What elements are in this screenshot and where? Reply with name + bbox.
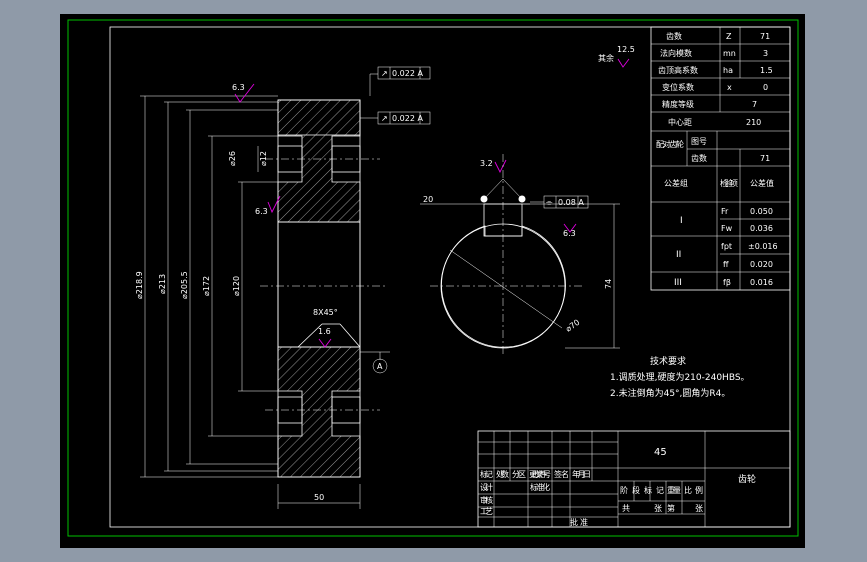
notes-title: 技术要求 [650, 355, 686, 367]
tolerance-frames: ↗ 0.022 A ↗ 0.022 A ⌯ 0.08 A [360, 66, 589, 209]
row-module-sym: mn [723, 49, 736, 58]
dim-key-height: 74 [604, 279, 613, 289]
dim-root-diameter: ⌀205.5 [180, 271, 189, 299]
tb-c7: 设计 [480, 482, 493, 492]
tol-top-value: 0.022 A [392, 69, 423, 78]
gear-section [260, 99, 385, 478]
row-teeth-sym: Z [726, 32, 732, 41]
tb-c16: 第 张 [667, 503, 703, 513]
outer-frame [67, 19, 799, 537]
row-grade-name: 精度等级 [662, 99, 694, 109]
hatch-top [277, 99, 361, 223]
tb-c10: 工艺 [480, 507, 493, 516]
g2-item2-sym: ff [723, 260, 729, 269]
tb-c15: 共 张 [622, 504, 662, 513]
group-header: 公差组 [664, 178, 688, 188]
datum-label: A [377, 362, 383, 371]
dim-pitch-diameter: ⌀213 [158, 274, 167, 294]
mate-sub1: 图号 [691, 137, 707, 146]
roughness-marks: 6.3 6.3 1.6 3.2 6.3 其余 12.5 [232, 45, 635, 348]
dim-12: ⌀12 [259, 151, 268, 166]
hatch-bottom [277, 346, 361, 478]
tb-c3: 分区 [512, 470, 526, 479]
title-block: 45 齿轮 标记 处数 分区 更改文件号 签名 年月日 设计 标准化 审核 工艺… [477, 430, 791, 528]
drawing-viewport[interactable]: ⌀218.9 ⌀213 ⌀205.5 ⌀172 ⌀120 ⌀26 ⌀12 50 … [60, 14, 805, 548]
row-addendum-name: 齿顶高系数 [658, 65, 698, 75]
tb-c13: 重量 [667, 485, 681, 495]
parameter-table: 齿数 Z 71 法向模数 mn 3 齿顶高系数 ha 1.5 变位系数 x 0 … [650, 26, 791, 291]
chamfer-label: 8X45° [313, 308, 338, 317]
tb-c11: 批准 [570, 517, 588, 527]
g1-item1-val: 0.050 [750, 207, 773, 216]
tb-c9: 审核 [480, 495, 493, 505]
g2-item2-val: 0.020 [750, 260, 773, 269]
row-module-name: 法向模数 [660, 48, 692, 58]
dim-bore-circle: ⌀70 [564, 318, 581, 334]
tb-c4: 更改文件号 [529, 469, 551, 479]
row-grade-val: 7 [752, 100, 757, 109]
tb-c8: 标准化 [530, 482, 550, 492]
width-dimension: 50 [277, 484, 361, 509]
cad-drawing: ⌀218.9 ⌀213 ⌀205.5 ⌀172 ⌀120 ⌀26 ⌀12 50 … [67, 19, 799, 537]
mate-sub2: 齿数 [691, 153, 707, 163]
dim-key-width: 20 [423, 195, 433, 204]
roughness-other-label: 其余 [598, 53, 614, 63]
roughness-chamfer: 1.6 [318, 327, 331, 336]
technical-notes: 技术要求 1.调质处理,硬度为210-240HBS。 2.未注倒角为45°,圆角… [610, 355, 750, 399]
tb-c2: 处数 [496, 469, 509, 479]
roughness-bore: 6.3 [563, 229, 576, 238]
tol-key-value: 0.08 A [558, 198, 584, 207]
roughness-left: 6.3 [255, 207, 268, 216]
group-1: I [680, 216, 683, 226]
dim-hub-diameter: ⌀172 [202, 276, 211, 296]
roughness-keyway: 3.2 [480, 159, 493, 168]
group-3: III [674, 278, 682, 288]
row-addendum-val: 1.5 [760, 66, 773, 75]
group-2: II [676, 250, 681, 260]
tb-c6: 年月日 [572, 469, 591, 479]
tb-c14: 比例 [684, 485, 703, 495]
dim-tip-diameter: ⌀218.9 [135, 271, 144, 299]
material: 45 [654, 447, 667, 458]
g2-item1-sym: fpt [721, 242, 732, 251]
tol-header: 公差值 [750, 178, 774, 188]
notes-line1: 1.调质处理,硬度为210-240HBS。 [610, 371, 750, 383]
row-shift-sym: x [727, 83, 732, 92]
tol-key-symbol: ⌯ [546, 198, 553, 207]
row-shift-val: 0 [763, 83, 768, 92]
row-shift-name: 变位系数 [662, 82, 694, 92]
row-center-name: 中心距 [668, 117, 692, 127]
tb-c5: 签名 [554, 469, 569, 479]
dim-bore-diameter: ⌀120 [232, 276, 241, 296]
tb-c1: 标记 [480, 469, 493, 479]
tb-c12: 阶段标记 [620, 485, 664, 495]
row-center-val: 210 [746, 118, 761, 127]
tol-top-symbol: ↗ [381, 69, 388, 78]
item-header: 检验项 [720, 178, 738, 188]
row-teeth-val: 71 [760, 32, 770, 41]
g3-item1-sym: fβ [723, 278, 731, 287]
bore-view: ⌀70 20 74 [420, 154, 620, 354]
part-name: 齿轮 [738, 473, 756, 485]
dim-width: 50 [314, 493, 324, 502]
roughness-top: 6.3 [232, 83, 245, 92]
g3-item1-val: 0.016 [750, 278, 773, 287]
dim-hole-diameter: ⌀26 [228, 151, 237, 166]
tol-mid-symbol: ↗ [381, 114, 388, 123]
diameter-dimensions: ⌀218.9 ⌀213 ⌀205.5 ⌀172 ⌀120 ⌀26 ⌀12 [135, 95, 278, 478]
g1-item1-sym: Fr [721, 207, 729, 216]
tol-mid-value: 0.022 A [392, 114, 423, 123]
mate-label: 配对齿轮 [656, 139, 684, 149]
row-teeth-name: 齿数 [666, 31, 682, 41]
datum-a: A [360, 351, 390, 374]
g2-item1-val: ±0.016 [748, 242, 778, 251]
g1-item2-val: 0.036 [750, 224, 773, 233]
g1-item2-sym: Fw [721, 224, 733, 233]
notes-line2: 2.未注倒角为45°,圆角为R4。 [610, 387, 730, 399]
row-module-val: 3 [763, 49, 768, 58]
row-addendum-sym: ha [723, 66, 733, 75]
mate-val: 71 [760, 154, 770, 163]
roughness-other-value: 12.5 [617, 45, 635, 54]
